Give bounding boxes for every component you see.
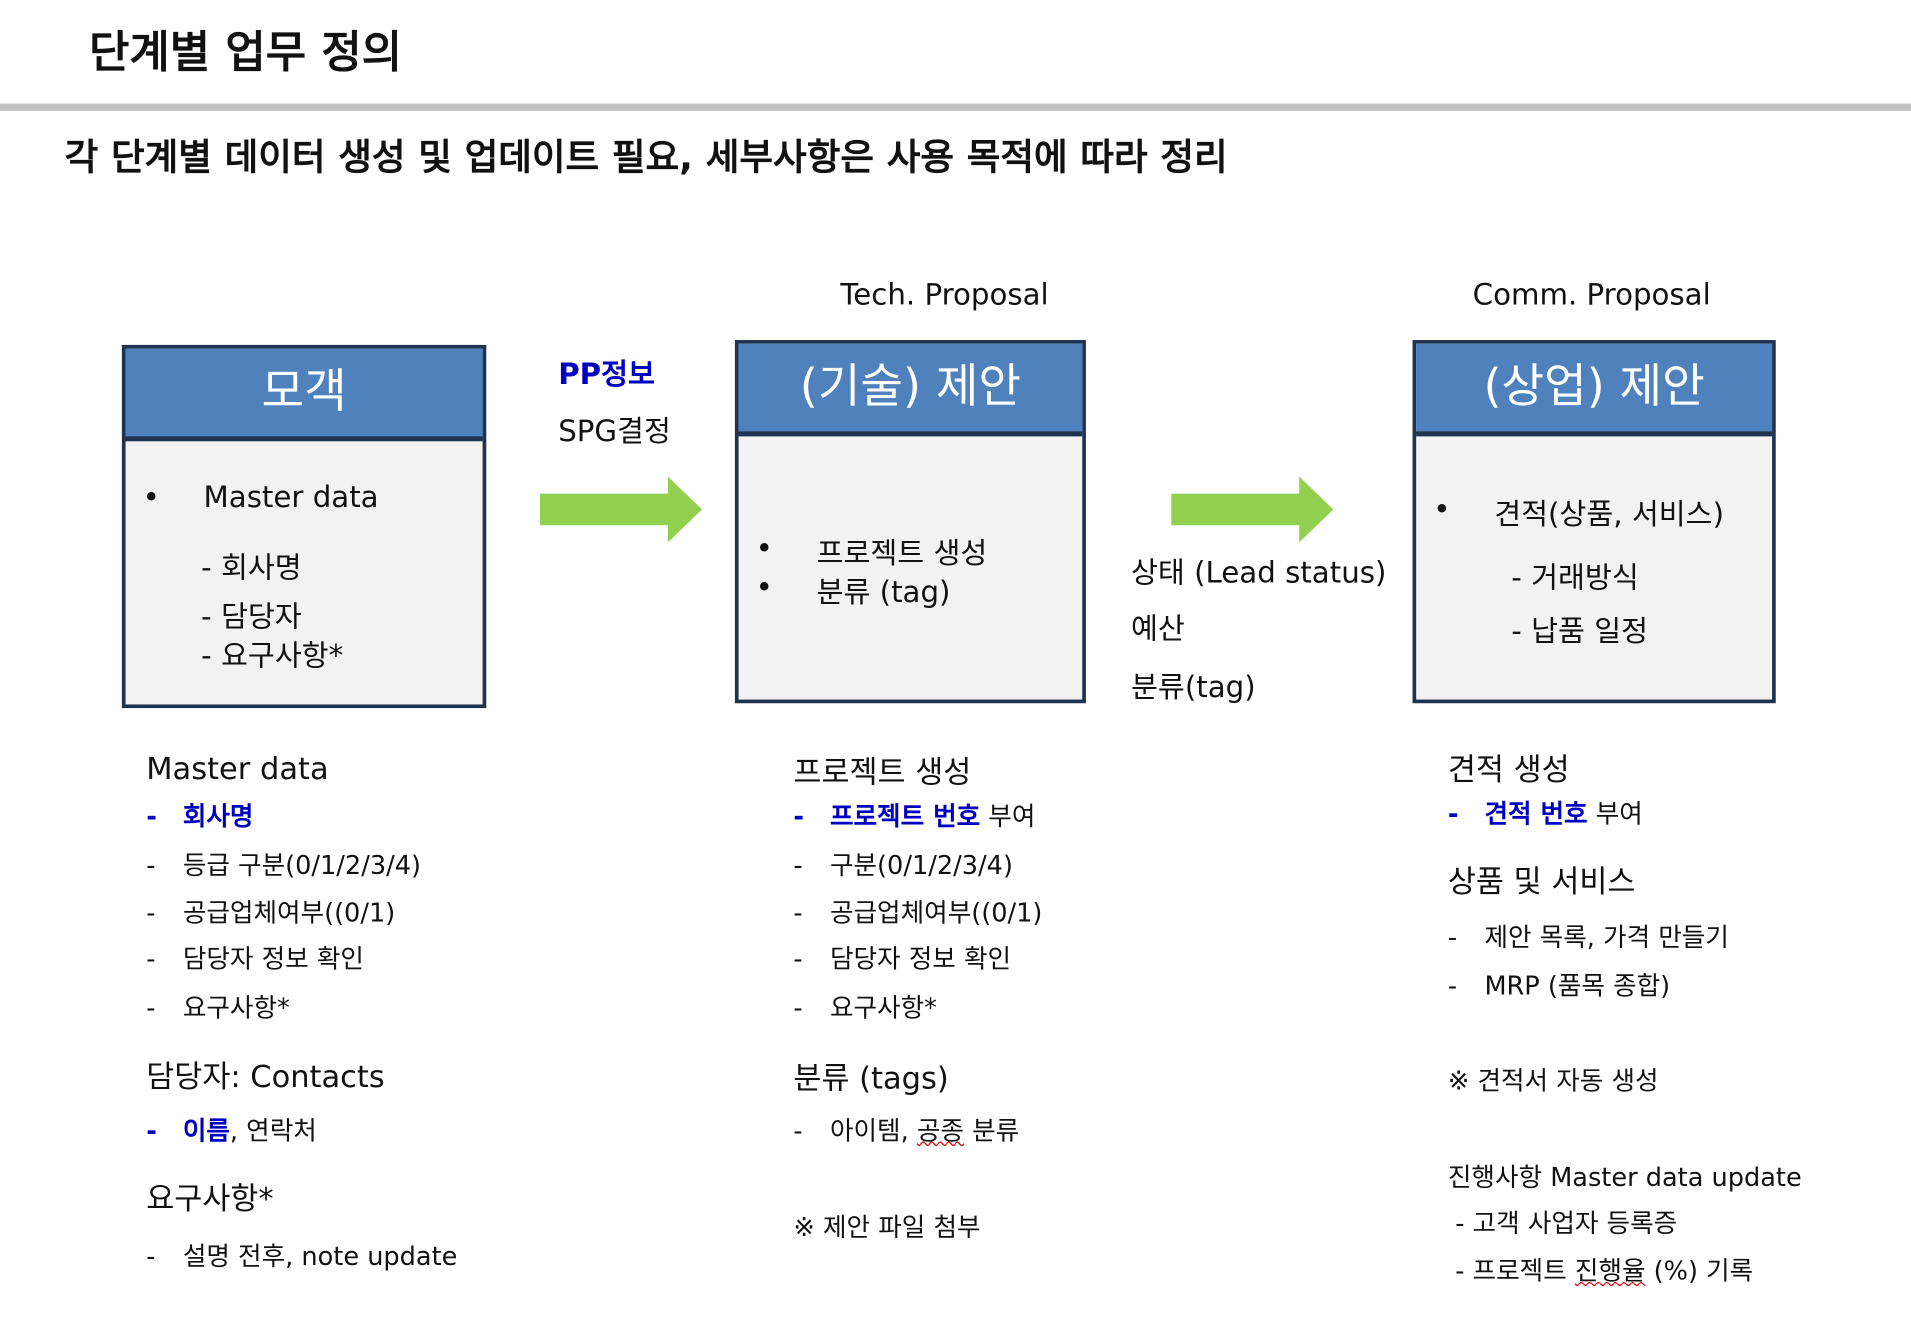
list-item: -구분(0/1/2/3/4) xyxy=(793,850,1013,880)
page-title: 단계별 업무 정의 xyxy=(88,28,403,78)
bullet-icon: • xyxy=(142,480,160,515)
note: ※ 제안 파일 첨부 xyxy=(793,1212,981,1242)
bullet-text: 분류 (tag) xyxy=(816,575,951,610)
list-item: -공급업체여부((0/1) xyxy=(793,898,1043,928)
stage-box-tech-proposal: (기술) 제안 • 프로젝트 생성 • 분류 (tag) xyxy=(734,340,1086,704)
stage-header: (상업) 제안 xyxy=(1416,343,1773,437)
bullet-icon: • xyxy=(755,570,773,605)
bullet-text: 프로젝트 생성 xyxy=(816,536,988,571)
list-item: - 프로젝트 진행율 (%) 기록 xyxy=(1455,1256,1754,1286)
stage-box-comm-proposal: (상업) 제안 • 견적(상품, 서비스) - 거래방식 - 납품 일정 xyxy=(1412,340,1776,704)
list-item: -요구사항* xyxy=(793,993,937,1023)
section-title: 진행사항 Master data update xyxy=(1447,1162,1802,1192)
bullet-text: 견적(상품, 서비스) xyxy=(1494,497,1724,532)
list-item: -회사명 xyxy=(146,801,254,832)
section-title: 담당자: Contacts xyxy=(146,1059,385,1095)
arrow1-label-spg: SPG결정 xyxy=(558,414,671,449)
bullet-icon: • xyxy=(1433,492,1451,527)
arrow1-label-pp: PP정보 xyxy=(558,357,655,392)
caption-comm-proposal: Comm. Proposal xyxy=(1472,277,1711,312)
arrow2-label-status: 상태 (Lead status) xyxy=(1131,555,1387,590)
arrow2-label-budget: 예산 xyxy=(1131,611,1185,646)
list-item: -이름, 연락처 xyxy=(146,1116,317,1146)
stage-box-prospect: 모객 • Master data - 회사명 - 담당자 - 요구사항* xyxy=(121,344,487,709)
right-arrow-icon xyxy=(1171,476,1334,543)
arrow2-label-tag: 분류(tag) xyxy=(1131,670,1256,705)
list-item: -프로젝트 번호 부여 xyxy=(793,801,1036,832)
list-item: -아이템, 공종 분류 xyxy=(793,1116,1020,1146)
section-title: 요구사항* xyxy=(146,1180,274,1217)
stage-header: (기술) 제안 xyxy=(738,343,1083,437)
bullet-text: Master data xyxy=(203,480,379,515)
section-title: 분류 (tags) xyxy=(793,1060,949,1096)
sub-item: - 회사명 xyxy=(201,550,302,585)
list-item: -설명 전후, note update xyxy=(146,1241,458,1272)
list-item: -요구사항* xyxy=(146,993,290,1023)
section-title: 견적 생성 xyxy=(1447,751,1570,788)
caption-tech-proposal: Tech. Proposal xyxy=(840,277,1049,312)
list-item: -담당자 정보 확인 xyxy=(146,944,364,974)
bullet-icon: • xyxy=(755,531,773,566)
list-item: -견적 번호 부여 xyxy=(1447,799,1643,829)
sub-item: - 납품 일정 xyxy=(1511,614,1649,649)
section-title: 프로젝트 생성 xyxy=(793,754,972,790)
sub-item: - 거래방식 xyxy=(1511,560,1639,595)
sub-item: - 담당자 xyxy=(201,599,302,634)
stage-header: 모객 xyxy=(125,348,483,442)
list-item: - 고객 사업자 등록증 xyxy=(1455,1209,1678,1239)
title-divider xyxy=(0,103,1911,111)
page-subtitle: 각 단계별 데이터 생성 및 업데이트 필요, 세부사항은 사용 목적에 따라 … xyxy=(64,136,1228,180)
list-item: -담당자 정보 확인 xyxy=(793,944,1012,974)
list-item: -MRP (품목 종합) xyxy=(1447,971,1671,1001)
list-item: -공급업체여부((0/1) xyxy=(146,898,396,928)
list-item: -제안 목록, 가격 만들기 xyxy=(1447,922,1729,952)
sub-item: - 요구사항* xyxy=(201,638,344,673)
right-arrow-icon xyxy=(539,476,702,543)
note: ※ 견적서 자동 생성 xyxy=(1447,1066,1659,1096)
section-title: 상품 및 서비스 xyxy=(1447,864,1636,900)
list-item: -등급 구분(0/1/2/3/4) xyxy=(146,850,422,880)
section-title: Master data xyxy=(146,750,329,787)
